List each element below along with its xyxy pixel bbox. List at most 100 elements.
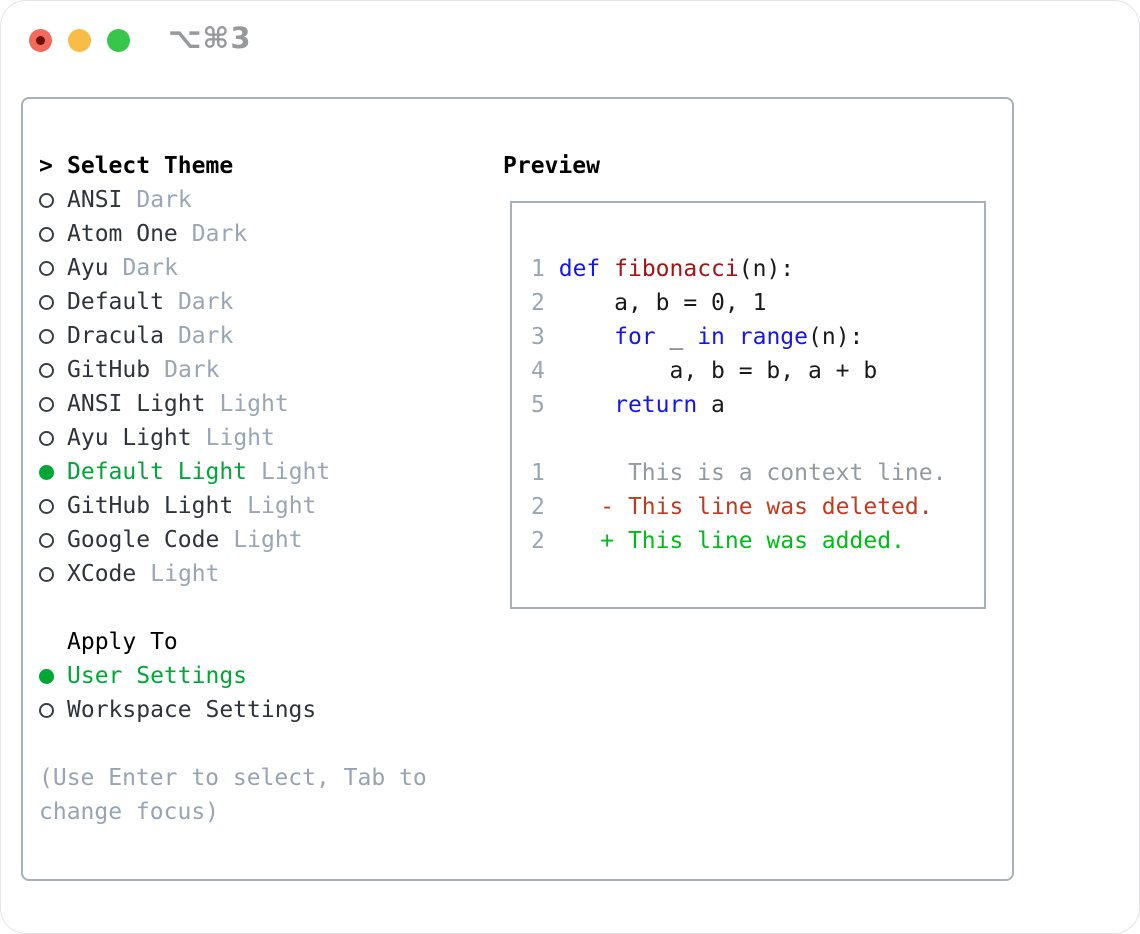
code-line: 4 a, b = b, a + b [531,354,984,388]
option-label: Atom One [67,221,178,247]
theme-option[interactable]: GitHub Light Light [39,489,427,523]
code-segment-fn: fibonacci [614,256,739,282]
close-button[interactable] [29,29,52,52]
code-segment-plain [545,324,614,350]
spacer [39,727,427,761]
theme-option[interactable]: ANSI Dark [39,183,427,217]
radio-circle-icon [39,192,54,208]
theme-variant-tag: Dark [177,289,234,315]
theme-option[interactable]: Google Code Light [39,523,427,557]
radio-circle-icon [39,362,54,378]
option-label: User Settings [67,663,248,689]
theme-option[interactable]: Dracula Dark [39,319,427,353]
option-label: Google Code [67,527,220,553]
radio-circle-icon [39,260,54,276]
theme-variant-tag: Light [205,425,275,451]
theme-variant-tag: Dark [164,357,220,383]
option-label: Workspace Settings [67,697,317,723]
theme-variant-tag: Light [247,493,317,519]
option-label: ANSI Light [67,391,206,417]
radio-circle-icon [39,498,54,514]
code-segment-kw: for [614,324,656,350]
code-segment-plain: (n): [738,256,795,282]
apply-to-header: Apply To [39,625,427,659]
option-label: GitHub Light [67,493,234,519]
titlebar [29,29,130,52]
theme-variant-tag: Light [150,561,220,587]
line-number: 1 [531,256,545,282]
code-segment-kw: return [614,392,698,418]
radio-circle-icon [39,294,54,310]
radio-circle-icon [39,702,54,718]
theme-option[interactable]: XCode Light [39,557,427,591]
code-segment-plain: _ [655,324,698,350]
line-number: 2 [531,290,545,316]
line-number: 5 [531,392,545,418]
selection-prompt-icon: > [39,153,53,179]
spacer [39,591,427,625]
preview-title: Preview [503,153,600,179]
code-line: 1 This is a context line. [531,456,984,490]
theme-option[interactable]: ANSI Light Light [39,387,427,421]
radio-selected-icon [39,464,54,480]
code-line: 3 for _ in range(n): [531,320,984,354]
select-theme-header: > Select Theme [39,149,427,183]
option-label: Default Light [67,459,248,485]
option-label: ANSI [67,187,123,213]
minimize-button[interactable] [68,29,91,52]
option-label: Dracula [67,323,164,349]
line-number: 4 [531,358,545,384]
radio-circle-icon [39,226,54,242]
code-segment-plain [725,324,739,350]
zoom-button[interactable] [107,29,130,52]
line-number: 2 [531,494,545,520]
code-segment-plain: a, b = b, a + b [544,358,878,384]
code-line: 2 + This line was added. [531,524,984,558]
code-line: 2 - This line was deleted. [531,490,984,524]
theme-variant-tag: Dark [177,323,234,349]
radio-circle-icon [39,328,54,344]
code-line: 5 return a [531,388,984,422]
hint-text-line-1: (Use Enter to select, Tab to [39,765,427,791]
theme-variant-tag: Dark [191,221,248,247]
line-number: 1 [531,460,545,486]
theme-variant-tag: Light [219,391,289,417]
code-segment-plain: a, b = 0, 1 [544,290,767,316]
option-label: XCode [67,561,137,587]
theme-option[interactable]: Default Dark [39,285,427,319]
code-segment-plain: (n): [808,324,864,350]
theme-variant-tag: Light [233,527,303,553]
option-label: Default [67,289,164,315]
line-number: 2 [531,528,545,554]
theme-variant-tag: Dark [122,255,178,281]
code-segment-context: This is a context line. [544,460,947,486]
code-segment-plain [545,256,559,282]
theme-variant-tag: Dark [136,187,192,213]
code-line: 1 def fibonacci(n): [531,252,984,286]
option-label: Ayu Light [67,425,192,451]
code-segment-plain [600,256,614,282]
radio-circle-icon [39,430,54,446]
code-segment-kw: in [697,324,725,350]
select-theme-title: Select Theme [67,153,234,179]
theme-option[interactable]: Atom One Dark [39,217,427,251]
window-shortcut-label: ⌥⌘3 [168,21,252,55]
code-line [531,422,984,456]
hint-text-line-2: change focus) [39,799,220,825]
apply-option[interactable]: Workspace Settings [39,693,427,727]
code-segment-added: + This line was added. [544,528,905,554]
apply-option[interactable]: User Settings [39,659,427,693]
code-segment-plain: a [697,392,725,418]
code-segment-deleted: - This line was deleted. [544,494,933,520]
code-line: 2 a, b = 0, 1 [531,286,984,320]
radio-circle-icon [39,396,54,412]
theme-option[interactable]: Ayu Light Light [39,421,427,455]
